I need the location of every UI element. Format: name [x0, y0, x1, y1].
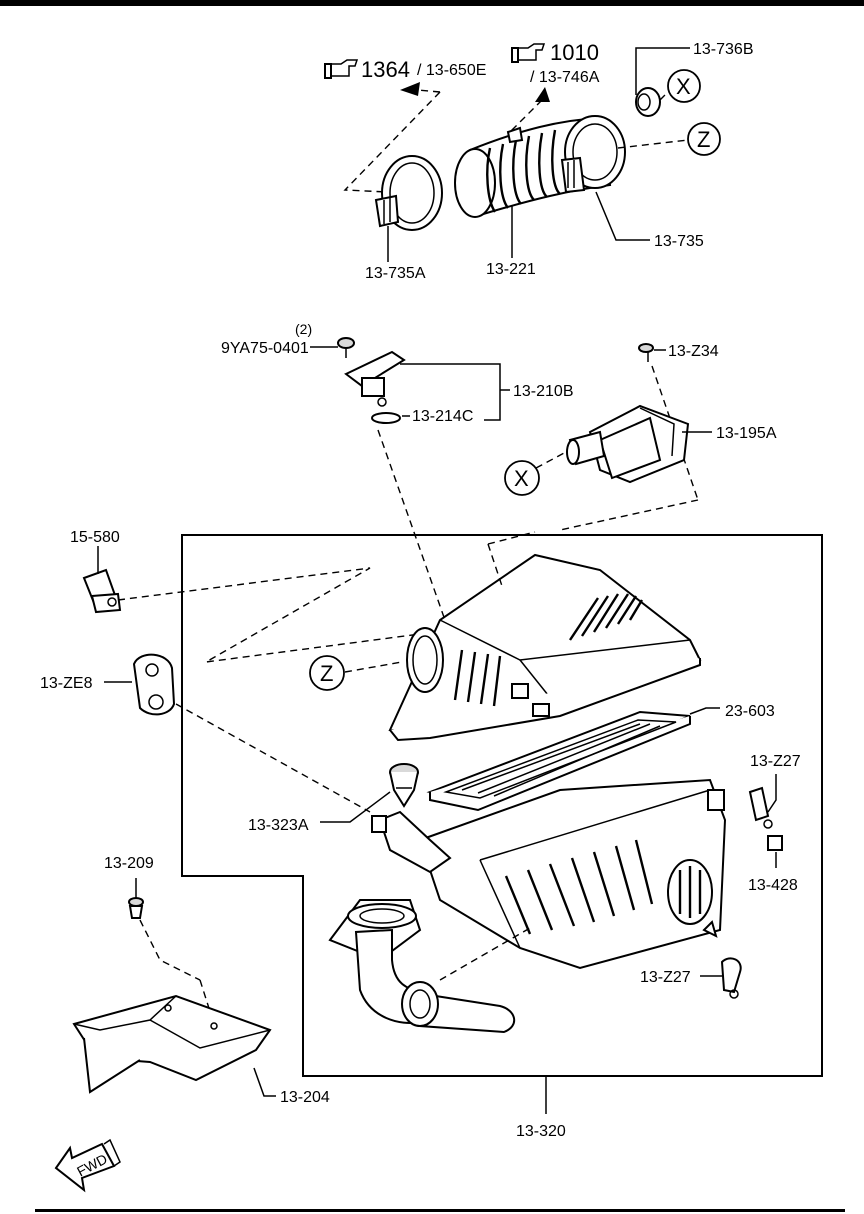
label-13-ze8: 13-ZE8 [40, 675, 93, 692]
screw-13-z34 [638, 343, 654, 362]
top-border [0, 0, 864, 6]
label-13-210b: 13-210B [513, 383, 574, 400]
label-13-209: 13-209 [104, 855, 154, 872]
label-15-580: 15-580 [70, 529, 120, 546]
clip-13-z27-bottom [720, 957, 742, 999]
air-filter-23-603 [426, 710, 691, 812]
label-13-323a: 13-323A [248, 817, 309, 834]
clip-13-z27-top [748, 786, 773, 829]
arrow-head-up [535, 87, 550, 102]
marker-x-mid [504, 460, 540, 496]
o-ring-13-214c [371, 412, 401, 424]
marker-x-top-label: X [676, 74, 691, 99]
gasket-13-ze8 [132, 653, 176, 716]
screw-13-209 [128, 897, 144, 919]
pointer-hand-icon [324, 59, 359, 79]
label-13-221: 13-221 [486, 261, 536, 278]
resonator-13-195a [566, 404, 690, 484]
label-13-195a: 13-195A [716, 425, 777, 442]
label-qty-2: (2) [295, 321, 312, 337]
marker-z-top [687, 122, 721, 156]
label-13-214c: 13-214C [412, 408, 473, 425]
label-13-204: 13-204 [280, 1089, 330, 1106]
label-13-428: 13-428 [748, 877, 798, 894]
ref-1010: 1010 [550, 40, 599, 65]
ref-13-746a: / 13-746A [530, 69, 600, 86]
pointer-hand-icon [511, 43, 546, 63]
marker-z-top-label: Z [697, 127, 710, 152]
hose-clamp-13-735a [374, 155, 443, 231]
label-13-736b: 13-736B [693, 41, 754, 58]
label-23-603: 23-603 [725, 703, 775, 720]
bottom-border [35, 1209, 845, 1212]
arrow-head-left [400, 82, 420, 96]
bracket-15-580 [82, 568, 122, 614]
intake-hose-13-221 [454, 115, 626, 218]
label-13-735: 13-735 [654, 233, 704, 250]
ref-1364: 1364 [361, 57, 410, 82]
label-9ya75-0401: 9YA75-0401 [221, 340, 309, 357]
assembly-frame-13-320 [181, 534, 823, 1077]
label-13-z34: 13-Z34 [668, 343, 719, 360]
marker-z-mid [309, 655, 345, 691]
air-cleaner-cover [388, 553, 702, 742]
screw-9ya75 [337, 337, 355, 358]
fwd-arrow-icon [54, 1138, 121, 1193]
label-13-z27-bottom: 13-Z27 [640, 969, 691, 986]
hose-clamp-13-735 [560, 156, 586, 194]
air-cleaner-case [418, 778, 727, 970]
intake-elbow [328, 899, 515, 1034]
airflow-sensor-13-210b [344, 350, 406, 407]
clip-13-736b [635, 87, 661, 117]
label-13-z27-top: 13-Z27 [750, 753, 801, 770]
ref-13-650e: / 13-650E [417, 62, 486, 79]
marker-x-mid-label: X [514, 466, 529, 491]
label-13-320: 13-320 [516, 1123, 566, 1140]
grommet-13-323a [389, 763, 419, 808]
label-13-735a: 13-735A [365, 265, 426, 282]
nut-13-428 [767, 835, 783, 851]
marker-z-mid-label: Z [320, 661, 333, 686]
marker-x-top [667, 69, 701, 103]
air-duct-13-204 [72, 994, 272, 1094]
